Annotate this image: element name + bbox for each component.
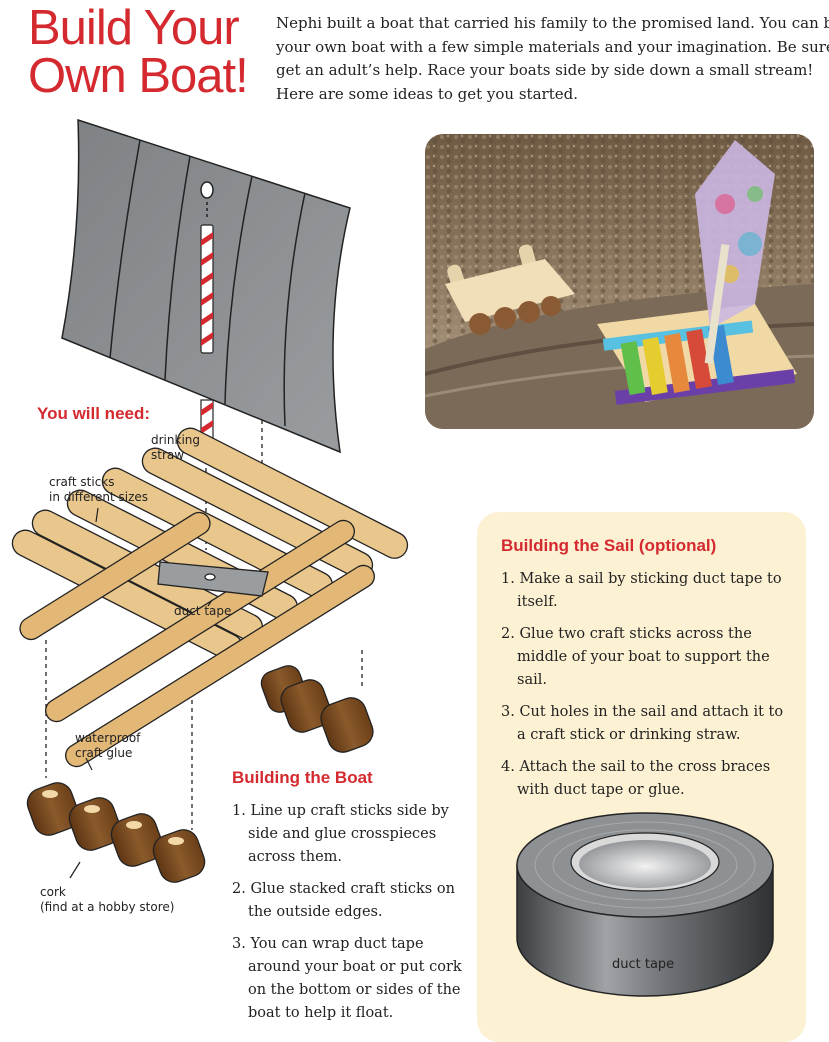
sticks-label: craft sticks in different sizes (49, 475, 148, 505)
intro-line: get an adult’s help. Race your boats sid… (276, 61, 814, 79)
list-item: 2. Glue two craft sticks across the midd… (501, 626, 770, 688)
title-line-1: Build Your (28, 1, 240, 55)
building-boat-section: Building the Boat 1. Line up craft stick… (232, 768, 462, 1034)
cork-label-line: cork (40, 885, 66, 899)
list-item: 2. Glue stacked craft sticks on the outs… (232, 881, 455, 920)
list-item: 3. Cut holes in the sail and attach it t… (501, 704, 784, 743)
sticks-label-line: in different sizes (49, 490, 149, 504)
glue-label-line: waterproof (75, 731, 141, 745)
intro-line: Nephi built a boat that carried his fami… (276, 14, 829, 32)
intro-line: Here are some ideas to get you started. (276, 84, 578, 103)
straw-label: drinking straw (151, 433, 200, 463)
duct-tape-roll (516, 812, 774, 997)
sail-steps-list: 1. Make a sail by sticking duct tape to … (501, 568, 786, 802)
raft-shape (11, 427, 409, 768)
list-item: 1. Make a sail by sticking duct tape to … (501, 571, 782, 610)
boat-steps-list: 1. Line up craft sticks side by side and… (232, 800, 462, 1025)
straw-label-line: drinking (151, 433, 200, 447)
page-title: Build Your Own Boat! (28, 1, 249, 103)
duct-tape-label: duct tape (174, 604, 231, 619)
you-will-need-heading: You will need: (37, 404, 151, 423)
intro-line: your own boat with a few simple material… (276, 37, 829, 56)
duct-tape-label-text: duct tape (174, 604, 232, 618)
building-sail-heading: Building the Sail (optional) (501, 536, 717, 555)
straw-label-line: straw (151, 448, 185, 462)
list-item: 3. You can wrap duct tape around your bo… (232, 936, 462, 1021)
building-boat-heading: Building the Boat (232, 768, 373, 787)
list-item: 4. Attach the sail to the cross braces w… (501, 759, 771, 798)
cork-label-line: (find at a hobby store) (40, 900, 175, 914)
boats-photo (425, 134, 814, 429)
cork-label: cork (find at a hobby store) (40, 885, 174, 915)
sticks-label-line: craft sticks (49, 475, 115, 489)
boat-diagram (11, 118, 409, 883)
tape-roll-label: duct tape (612, 957, 675, 972)
glue-label: waterproof craft glue (75, 731, 140, 761)
intro-paragraph: Nephi built a boat that carried his fami… (276, 12, 829, 106)
list-item: 1. Line up craft sticks side by side and… (232, 803, 449, 865)
glue-label-line: craft glue (75, 746, 133, 760)
title-line-2: Own Boat! (28, 49, 249, 103)
